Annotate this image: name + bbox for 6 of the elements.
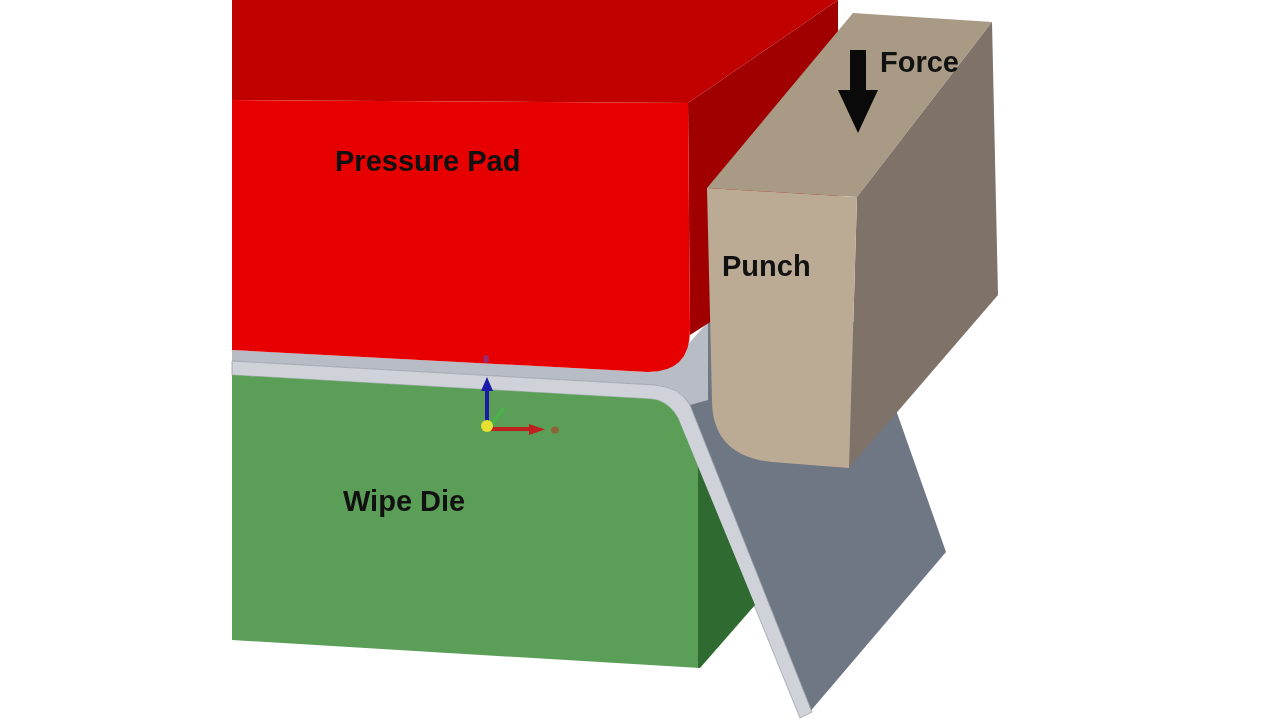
force-label: Force	[880, 46, 959, 80]
wipe-die-block	[232, 374, 755, 669]
punch-block	[706, 12, 999, 470]
part-label: Wipe Die	[343, 485, 466, 519]
part-label: Pressure Pad	[335, 145, 521, 179]
part-label: Punch	[722, 250, 811, 284]
